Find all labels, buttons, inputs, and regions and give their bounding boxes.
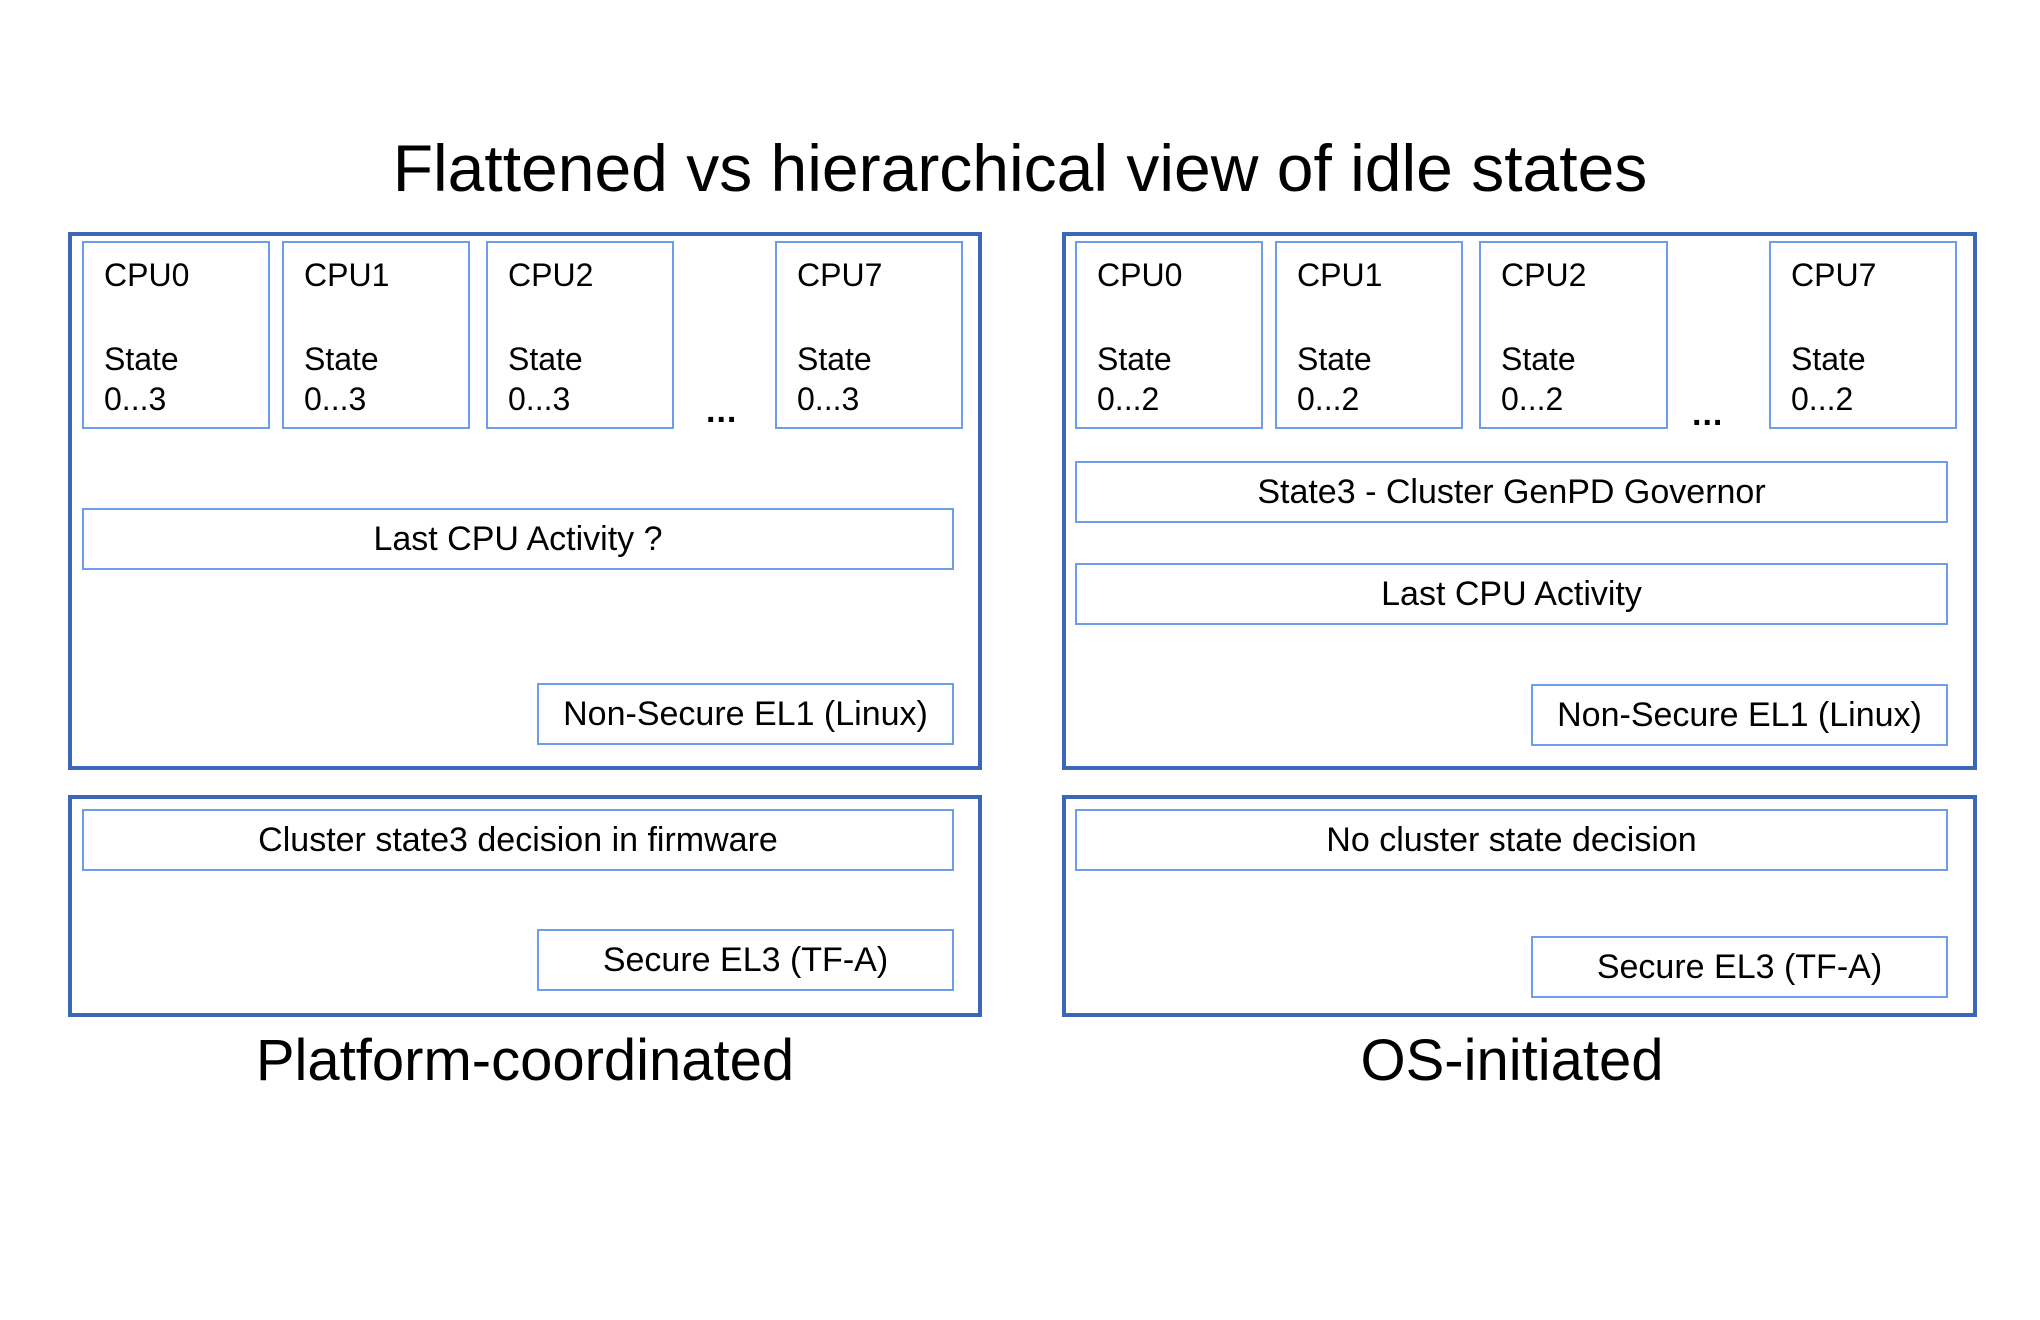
platform-decision-box: Cluster state3 decision in firmware	[82, 809, 954, 871]
os-cpu0-box: CPU0 State 0...2	[1075, 241, 1263, 429]
ellipsis: ...	[706, 392, 738, 430]
cpu-state-label: State	[104, 341, 179, 377]
cpu-state-range: 0...2	[1791, 381, 1854, 417]
os-cpu2-box: CPU2 State 0...2	[1479, 241, 1668, 429]
platform-ns-el1-label: Non-Secure EL1 (Linux)	[537, 683, 954, 745]
cpu-state-label: State	[1791, 341, 1866, 377]
platform-cpu7-box: CPU7 State 0...3	[775, 241, 963, 429]
os-ns-el1-region	[1062, 232, 1977, 770]
cpu-state-label: State	[1297, 341, 1372, 377]
platform-s-el3-label: Secure EL3 (TF-A)	[537, 929, 954, 991]
platform-cpu0-box: CPU0 State 0...3	[82, 241, 270, 429]
os-decision-box: No cluster state decision	[1075, 809, 1948, 871]
cpu-state-label: State	[508, 341, 583, 377]
cpu-state-label: State	[304, 341, 379, 377]
platform-caption: Platform-coordinated	[255, 1028, 795, 1093]
ellipsis: ...	[1692, 395, 1724, 433]
cpu-state-range: 0...2	[1501, 381, 1564, 417]
cpu-state-label: State	[797, 341, 872, 377]
cpu-state-label: State	[1501, 341, 1576, 377]
os-cpu1-box: CPU1 State 0...2	[1275, 241, 1463, 429]
cpu-name: CPU2	[1501, 257, 1587, 293]
os-ns-el1-label: Non-Secure EL1 (Linux)	[1531, 684, 1948, 746]
cpu-state-range: 0...3	[104, 381, 167, 417]
cpu-state-label: State	[1097, 341, 1172, 377]
cpu-name: CPU0	[1097, 257, 1183, 293]
diagram-title: Flattened vs hierarchical view of idle s…	[392, 131, 1648, 205]
os-s-el3-label: Secure EL3 (TF-A)	[1531, 936, 1948, 998]
os-last-cpu-box: Last CPU Activity	[1075, 563, 1948, 625]
cpu-name: CPU1	[1297, 257, 1383, 293]
cpu-name: CPU2	[508, 257, 594, 293]
cpu-name: CPU1	[304, 257, 390, 293]
os-caption: OS-initiated	[1360, 1028, 1664, 1093]
os-cpu7-box: CPU7 State 0...2	[1769, 241, 1957, 429]
cpu-state-range: 0...2	[1297, 381, 1360, 417]
platform-cpu1-box: CPU1 State 0...3	[282, 241, 470, 429]
cpu-state-range: 0...3	[508, 381, 571, 417]
cpu-state-range: 0...2	[1097, 381, 1160, 417]
platform-last-cpu-box: Last CPU Activity ?	[82, 508, 954, 570]
platform-ns-el1-region	[68, 232, 982, 770]
os-s-el3-region	[1062, 795, 1977, 1017]
platform-s-el3-region	[68, 795, 982, 1017]
cpu-state-range: 0...3	[797, 381, 860, 417]
cpu-state-range: 0...3	[304, 381, 367, 417]
cpu-name: CPU7	[1791, 257, 1877, 293]
os-governor-box: State3 - Cluster GenPD Governor	[1075, 461, 1948, 523]
platform-cpu2-box: CPU2 State 0...3	[486, 241, 674, 429]
cpu-name: CPU7	[797, 257, 883, 293]
cpu-name: CPU0	[104, 257, 190, 293]
